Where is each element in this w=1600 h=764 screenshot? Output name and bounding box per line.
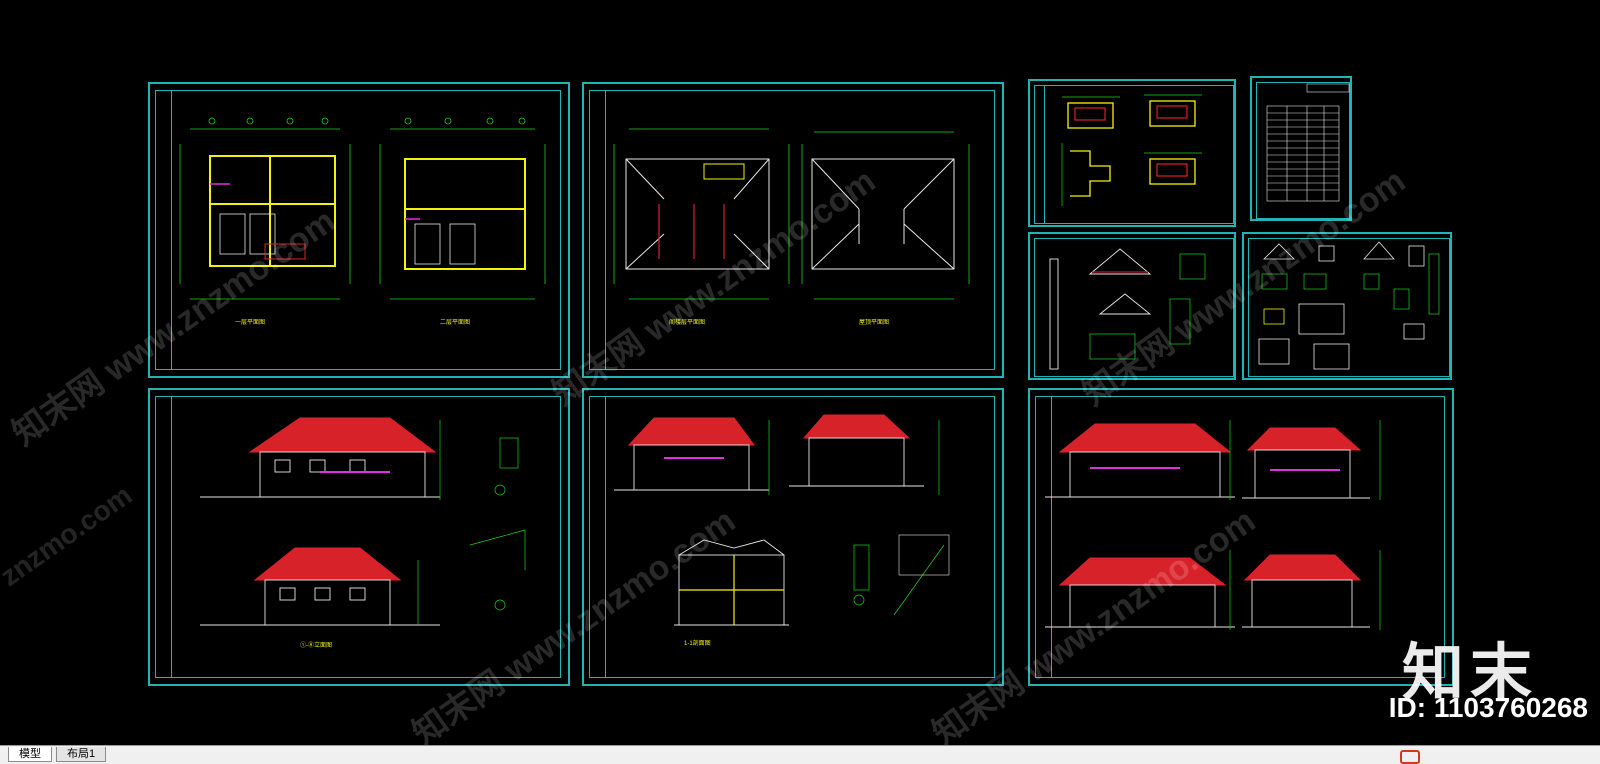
tab-model[interactable]: 模型 (8, 747, 52, 762)
resource-id: ID: 1103760268 (1388, 692, 1588, 723)
sheet-stair-details[interactable] (1028, 79, 1236, 227)
roof-plan-drawing (613, 128, 970, 300)
floor-plan-drawing (179, 117, 546, 300)
elevation-drawing-a (200, 417, 526, 626)
sheet-elevations-sections-b[interactable]: 1-1剖面图 (582, 388, 1004, 686)
elevation-drawing-c (1045, 420, 1381, 630)
status-mark-icon (1400, 750, 1420, 764)
elevation-drawing-b (614, 414, 950, 626)
sheet-door-window-schedule[interactable] (1250, 76, 1352, 221)
tab-layout1[interactable]: 布局1 (56, 747, 107, 762)
stair-drawing (1061, 94, 1202, 206)
sheet-wall-section-details[interactable] (1028, 232, 1236, 380)
schedule-table (1266, 83, 1350, 202)
wall-section-drawing (1049, 248, 1206, 370)
door-window-drawing (1258, 241, 1440, 370)
sheet-floor-plans[interactable]: 一层平面图 二层平面图 (148, 82, 570, 378)
sheet-door-window-elevations[interactable] (1242, 232, 1452, 380)
sheet-elevations-c[interactable] (1028, 388, 1454, 686)
sheet-roof-plans[interactable]: 阁楼层平面图 屋顶平面图 (582, 82, 1004, 378)
brand-logo: 知末 (1401, 639, 1538, 708)
layout-tab-bar: 模型 布局1 (0, 745, 1600, 764)
sheet-elevations-a[interactable]: ①-⑧立面图 (148, 388, 570, 686)
watermark-en: znzmo.com (0, 479, 138, 593)
